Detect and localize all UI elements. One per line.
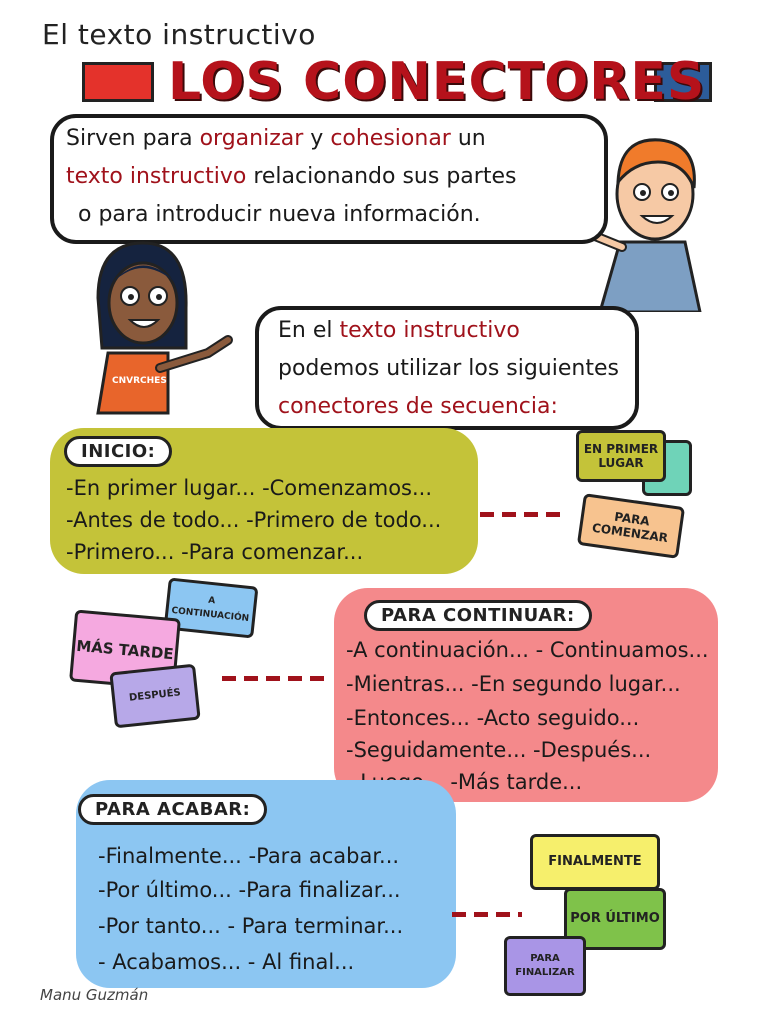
bubble-top-line-2: texto instructivo relacionando sus parte… [66, 164, 517, 189]
puzzle-para-comenzar: PARA COMENZAR [576, 493, 686, 559]
acabar-line-1: -Finalmente... -Para acabar... [98, 844, 400, 868]
acabar-line-4: - Acabamos... - Al final... [98, 950, 355, 974]
inicio-line-2: -Antes de todo... -Primero de todo... [66, 508, 442, 532]
speech-bubble-top [50, 114, 608, 244]
puzzle-para-finalizar: PARA FINALIZAR [504, 936, 586, 996]
bubble-mid-line-2: podemos utilizar los siguientes [278, 356, 619, 381]
continuar-line-4: -Seguidamente... -Después... [346, 738, 652, 762]
girl-shirt-text: CNVRCHES [112, 376, 167, 386]
boy-illustration [560, 122, 710, 314]
section-inicio-label: INICIO: [64, 436, 173, 467]
acabar-connector-dashes [452, 912, 522, 917]
bubble-top-line-3: o para introducir nueva información. [78, 202, 481, 227]
puzzle-finalmente: FINALMENTE [530, 834, 660, 890]
bubble-mid-line-3: conectores de secuencia: [278, 394, 558, 419]
inicio-line-3: -Primero... -Para comenzar... [66, 540, 364, 564]
continuar-line-2: -Mientras... -En segundo lugar... [346, 672, 681, 696]
girl-illustration [88, 238, 248, 418]
bubble-top-line-1: Sirven para organizar y cohesionar un [66, 126, 486, 151]
puzzle-en-primer-lugar: EN PRIMER LUGAR [576, 430, 666, 482]
banner-left-tab [82, 62, 154, 102]
page-title: LOS CONECTORES [168, 52, 706, 112]
continuar-line-1: -A continuación... - Continuamos... [346, 638, 709, 662]
puzzle-despues: DESPUÉS [109, 663, 201, 729]
banner-right-tab [654, 62, 712, 102]
continuar-connector-dashes [222, 676, 326, 681]
acabar-line-2: -Por último... -Para finalizar... [98, 878, 401, 902]
continuar-line-3: -Entonces... -Acto seguido... [346, 706, 640, 730]
acabar-line-3: -Por tanto... - Para terminar... [98, 914, 404, 938]
page-subtitle: El texto instructivo [42, 18, 316, 51]
author-signature: Manu Guzmán [40, 986, 149, 1004]
bubble-mid-line-1: En el texto instructivo [278, 318, 520, 343]
inicio-connector-dashes [480, 512, 560, 517]
inicio-line-1: -En primer lugar... -Comenzamos... [66, 476, 433, 500]
section-continuar-label: PARA CONTINUAR: [364, 600, 592, 631]
section-acabar-label: PARA ACABAR: [78, 794, 268, 825]
